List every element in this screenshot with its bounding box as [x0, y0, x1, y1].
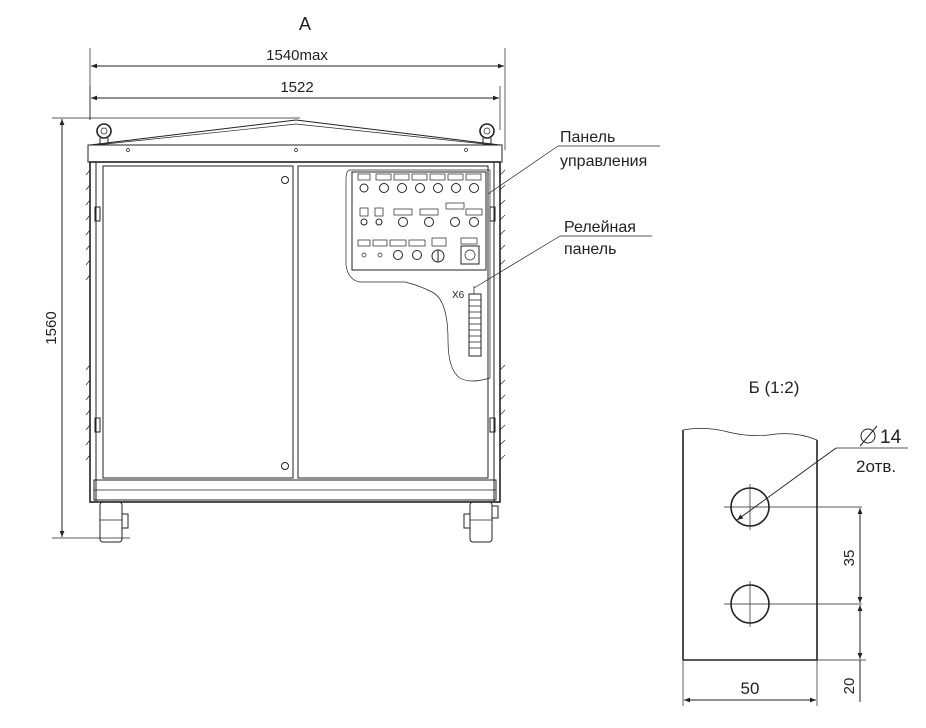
dimension-width-max: 1540max: [89, 47, 506, 150]
caster-left: [99, 501, 129, 543]
dimension-hole-spacing: 35: [841, 508, 863, 603]
dimension-height: 1560: [43, 117, 300, 539]
dimension-plate-width: 50: [682, 660, 818, 706]
dimension-edge: 20: [817, 605, 866, 702]
relay-terminal-block: X6: [452, 286, 482, 357]
side-fins-right: [489, 169, 506, 461]
cabinet-roof: [87, 119, 503, 163]
callout-relay-line2: панель: [564, 241, 616, 258]
caster-right: [463, 501, 499, 543]
callout-relay-panel: Релейная панель: [473, 219, 652, 289]
door-right: [297, 165, 489, 479]
dimension-edge-label: 20: [841, 678, 858, 695]
diameter-callout: 14 2отв.: [736, 425, 908, 521]
view-b-title: Б (1:2): [749, 378, 800, 397]
callout-control-line2: управления: [560, 153, 647, 170]
dimension-width-max-label: 1540max: [266, 47, 328, 64]
diameter-symbol-icon: [859, 425, 878, 447]
view-a: А 1540max 1522 1560: [43, 14, 660, 543]
view-b: Б (1:2) 14 2отв.: [682, 378, 908, 706]
control-panel-outline: [345, 169, 491, 382]
lifting-eye-left: [96, 123, 112, 145]
side-fins-left: [85, 169, 101, 461]
callout-control-line1: Панель: [560, 129, 615, 146]
callout-control-panel: Панель управления: [487, 129, 660, 195]
dimension-hole-spacing-label: 35: [841, 550, 858, 567]
dimension-width: 1522: [89, 79, 501, 130]
dimension-plate-width-label: 50: [741, 679, 760, 698]
door-left: [102, 165, 294, 479]
callout-relay-line1: Релейная: [564, 219, 636, 236]
hole-upper: [724, 484, 862, 530]
plate-outline: [682, 428, 818, 661]
hole-lower: [724, 581, 862, 627]
lifting-eye-right: [479, 123, 495, 145]
control-panel: [351, 171, 487, 271]
dimension-height-label: 1560: [43, 311, 60, 344]
cabinet-body: [89, 161, 501, 503]
connector-label-x6: X6: [452, 290, 465, 301]
hole-count-label: 2отв.: [856, 457, 896, 476]
view-a-title: А: [299, 14, 311, 34]
hole-diameter-label: 14: [880, 427, 902, 448]
dimension-width-label: 1522: [280, 79, 313, 96]
